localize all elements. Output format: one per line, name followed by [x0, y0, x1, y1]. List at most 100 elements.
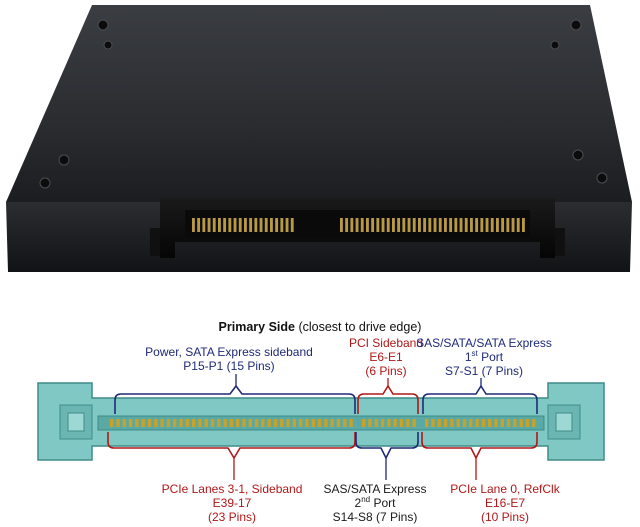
pin	[513, 419, 517, 427]
pin	[259, 218, 263, 232]
pin	[192, 218, 195, 232]
pin	[264, 218, 268, 232]
pin	[376, 218, 380, 232]
pin	[128, 419, 133, 427]
pin	[147, 419, 152, 427]
pin	[311, 419, 315, 427]
connector-pins	[110, 419, 536, 427]
pin	[366, 218, 369, 232]
pin	[218, 218, 221, 232]
screw-hole	[570, 19, 582, 31]
pin	[244, 218, 247, 232]
pin	[207, 218, 211, 232]
pin	[381, 218, 385, 232]
pin	[198, 419, 202, 427]
pin	[438, 218, 442, 232]
pin	[437, 419, 441, 427]
pin	[204, 419, 208, 427]
pin	[475, 419, 479, 427]
pin	[449, 218, 453, 232]
screw-hole	[572, 149, 584, 161]
pin	[501, 218, 505, 232]
connector-pins-left	[192, 218, 294, 232]
pin	[345, 218, 349, 232]
pin	[229, 419, 234, 427]
pin	[141, 419, 145, 427]
pin	[431, 419, 435, 427]
pin	[532, 419, 536, 427]
pin	[397, 218, 401, 232]
pin	[242, 419, 246, 427]
screw-hole	[596, 172, 608, 184]
label-pcie-lanes-3-1: PCIe Lanes 3-1, Sideband E39-17 (23 Pins…	[161, 482, 303, 524]
pin	[270, 218, 273, 232]
pin	[254, 218, 258, 232]
label-pci-sideband: PCI Sideband E6-E1 (6 Pins)	[348, 336, 424, 378]
pin	[480, 218, 484, 232]
pin	[273, 419, 278, 427]
pin	[444, 218, 447, 232]
pin	[350, 218, 354, 232]
pin	[516, 218, 520, 232]
pin	[267, 419, 271, 427]
ssd-top-face	[6, 5, 632, 202]
bracket-sas-port1	[422, 384, 538, 414]
pin	[399, 419, 404, 427]
pin	[135, 419, 139, 427]
pin	[469, 419, 473, 427]
pin	[386, 218, 390, 232]
pin	[522, 218, 525, 232]
ssd-photo	[6, 5, 632, 272]
pin	[494, 419, 498, 427]
pin	[412, 218, 416, 232]
pin	[286, 419, 290, 427]
pin	[179, 419, 183, 427]
pin	[500, 419, 504, 427]
pin	[185, 419, 189, 427]
pin	[212, 218, 216, 232]
pin	[305, 419, 309, 427]
bracket-pcie-lane-0	[421, 432, 538, 460]
label-pcie-lane-0: PCIe Lane 0, RefClk E16-E7 (10 Pins)	[450, 482, 560, 524]
pin	[459, 218, 463, 232]
pin	[393, 419, 397, 427]
pin	[450, 419, 454, 427]
pin	[355, 218, 359, 232]
diagram-title-rest: (closest to drive edge)	[298, 320, 422, 334]
pin	[330, 419, 334, 427]
pin	[406, 419, 410, 427]
screw-hole	[39, 177, 51, 189]
screw-hole	[103, 40, 113, 50]
pin	[236, 419, 240, 427]
pin	[412, 419, 416, 427]
pin	[223, 419, 227, 427]
pin	[233, 218, 237, 232]
pin	[506, 218, 510, 232]
pin	[317, 419, 322, 427]
pin	[511, 218, 515, 232]
pin	[418, 218, 421, 232]
pin	[423, 218, 427, 232]
pin	[197, 218, 201, 232]
diagram-title: Primary Side (closest to drive edge)	[219, 320, 422, 334]
pin	[425, 419, 429, 427]
bracket-sas-port2	[355, 432, 419, 460]
label-power-sata-sideband: Power, SATA Express sideband P15-P1 (15 …	[145, 345, 313, 373]
pin	[228, 218, 232, 232]
screw-hole	[97, 19, 109, 31]
pin	[110, 419, 114, 427]
pin	[292, 419, 297, 427]
pin	[454, 218, 458, 232]
pin	[470, 218, 473, 232]
pin	[116, 419, 120, 427]
bracket-power-sideband	[114, 384, 356, 414]
pin	[340, 218, 343, 232]
pin	[475, 218, 479, 232]
pin	[407, 218, 411, 232]
pin	[428, 218, 432, 232]
pin	[254, 419, 259, 427]
connector-latch-left	[59, 404, 93, 440]
connector-latch-right	[547, 404, 581, 440]
pin	[464, 218, 468, 232]
bracket-pcie-lanes-3-1	[107, 432, 356, 460]
